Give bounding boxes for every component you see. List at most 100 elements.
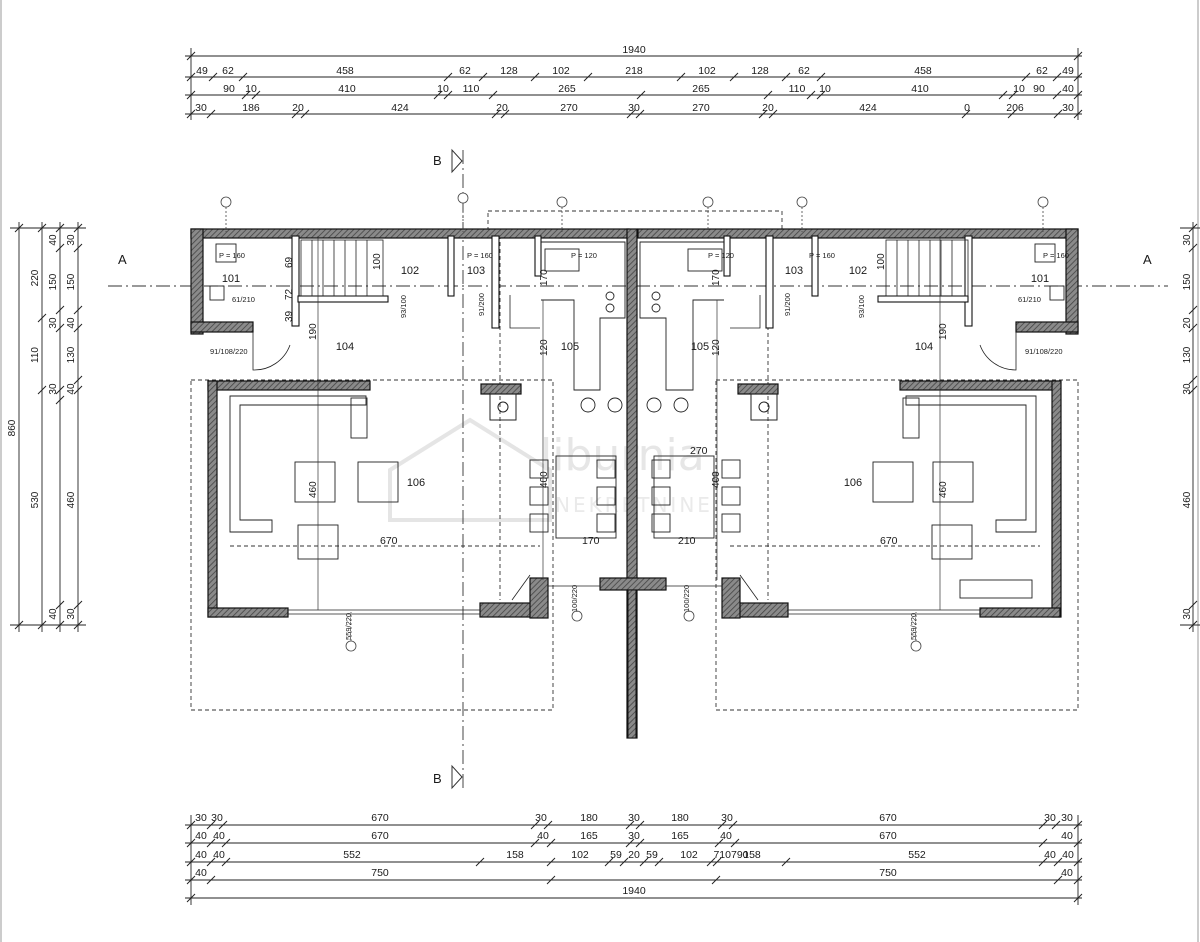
top-tick	[186, 51, 196, 61]
left-tick	[73, 323, 83, 333]
room-104-right: 104	[915, 341, 933, 353]
bottom-tick	[717, 820, 727, 830]
bottom-tick	[206, 838, 216, 848]
dim-bot-r2-5: 165	[580, 830, 598, 842]
room-105-right: 105	[691, 341, 709, 353]
ann-p160-r2: P = 160	[1043, 251, 1069, 260]
left-tick	[55, 620, 65, 630]
top-tick	[1073, 72, 1083, 82]
dim-bot-r3-9: 102	[680, 849, 698, 861]
right-tick	[1188, 243, 1198, 253]
right-tick	[1188, 385, 1198, 395]
dim-bot-r2-7: 165	[671, 830, 689, 842]
section-mark-a-right: A	[1143, 252, 1152, 267]
bottom-dimension-labels: 30 30 670 30 180 30 180 30 670 30 30 40 …	[195, 812, 1074, 897]
ann-p160-l2: P = 160	[467, 251, 493, 260]
dim-top-r2-10: 62	[798, 65, 810, 77]
axis-circles	[220, 192, 1049, 652]
bottom-tick	[186, 820, 196, 830]
left-tick	[73, 305, 83, 315]
top-tick	[1021, 72, 1031, 82]
dim-left-in-2: 30	[66, 234, 77, 246]
right-tick	[1188, 305, 1198, 315]
section-lines	[108, 150, 1168, 790]
dim-top-r2-11: 458	[914, 65, 932, 77]
room-101-left: 101	[222, 273, 240, 285]
axis-circle	[796, 196, 808, 208]
left-tick	[14, 620, 24, 630]
right-dimension-chain	[1180, 222, 1200, 632]
dim-left-total: 860	[7, 419, 18, 436]
bottom-tick	[1073, 820, 1083, 830]
top-tick	[488, 90, 498, 100]
right-tick	[1188, 600, 1198, 610]
section-mark-b-top: B	[433, 153, 442, 168]
dim-bot-r3-13: 40	[1044, 849, 1056, 861]
watermark-brand: liburnia	[540, 430, 705, 481]
dim-top-r4-8: 270	[692, 102, 710, 114]
dim-top-r4-11: 0	[964, 102, 970, 114]
top-tick	[1007, 109, 1017, 119]
ann-400-r: 400	[711, 471, 722, 488]
left-tick	[73, 375, 83, 385]
dim-left-in-8: 30	[48, 383, 59, 395]
dim-bot-r2-9: 670	[879, 830, 897, 842]
top-tick	[206, 109, 216, 119]
dim-top-r3-12: 90	[1033, 83, 1045, 95]
left-tick	[55, 600, 65, 610]
room-103-left: 103	[467, 265, 485, 277]
axis-circle	[345, 640, 357, 652]
kitchen-right	[639, 241, 724, 391]
ann-170-l: 170	[539, 269, 550, 286]
dim-top-r3-4: 10	[437, 83, 449, 95]
dim-top-r2-12: 62	[1036, 65, 1048, 77]
dim-bot-r3-6: 59	[610, 849, 622, 861]
glazing	[288, 585, 980, 615]
top-tick	[781, 72, 791, 82]
left-tick	[55, 305, 65, 315]
ann-100-220-r: 100/220	[682, 585, 691, 612]
dim-top-r4-7: 30	[628, 102, 640, 114]
top-tick	[998, 90, 1008, 100]
bottom-tick	[1073, 875, 1083, 885]
top-tick	[583, 72, 593, 82]
dim-right-7: 30	[1182, 608, 1193, 620]
room-104-left: 104	[336, 341, 354, 353]
bottom-tick	[218, 820, 228, 830]
dim-top-r2-8: 102	[698, 65, 716, 77]
dim-bot-total: 1940	[622, 885, 646, 897]
door-swings	[252, 295, 1017, 601]
dim-bot-r3-5: 102	[571, 849, 589, 861]
dim-bot-r1-2: 30	[211, 812, 223, 824]
ann-190-l: 190	[308, 323, 319, 340]
dim-top-r3-6: 265	[558, 83, 576, 95]
watermark: liburnia NEKRETNINE	[388, 417, 710, 522]
dim-left-in-3: 150	[48, 273, 59, 290]
dim-top-r2-3: 458	[336, 65, 354, 77]
dim-top-r3-5: 110	[463, 83, 480, 95]
axis-circle	[556, 196, 568, 208]
top-tick	[443, 72, 453, 82]
dim-left-in-6: 40	[66, 317, 77, 329]
ann-69: 69	[284, 256, 295, 268]
dim-right-6: 460	[1182, 491, 1193, 508]
ann-100-r: 100	[876, 253, 887, 270]
room-106-left: 106	[407, 477, 425, 489]
ann-400-l: 400	[539, 471, 550, 488]
bottom-tick	[728, 820, 738, 830]
bottom-dimension-chains	[185, 815, 1082, 905]
ann-93-100-l: 93/100	[399, 295, 408, 318]
dim-top-r3-1: 90	[223, 83, 235, 95]
exterior-walls	[190, 228, 1079, 739]
top-tick	[238, 72, 248, 82]
bottom-tick	[206, 875, 216, 885]
dim-top-r2-9: 128	[751, 65, 769, 77]
bottom-tick	[1038, 857, 1048, 867]
axis-circle	[702, 196, 714, 208]
ann-170-r: 170	[711, 269, 722, 286]
top-dimension-chains	[185, 48, 1082, 120]
ann-460-l: 460	[308, 481, 319, 498]
dim-top-r4-1: 30	[195, 102, 207, 114]
bottom-tick	[639, 857, 649, 867]
dim-top-r4-2: 186	[242, 102, 260, 114]
